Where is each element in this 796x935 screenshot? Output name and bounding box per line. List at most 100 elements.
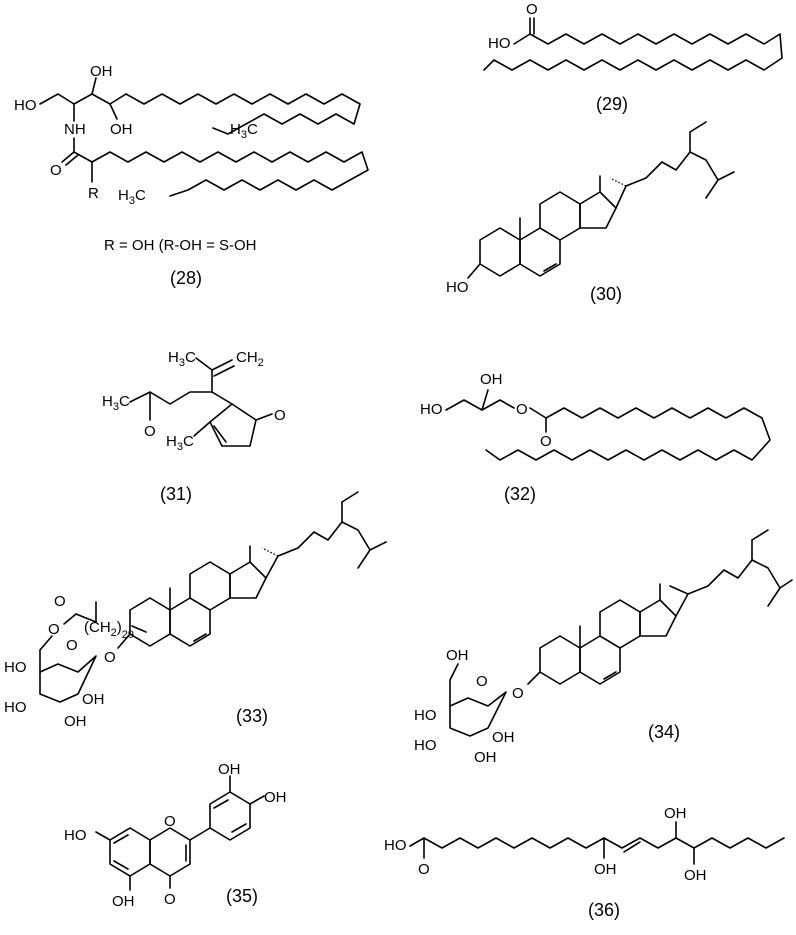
c35-label: (35) <box>226 886 258 906</box>
c34-et2 <box>751 529 769 541</box>
compound-35: OH OH O O HO OH (35) <box>64 761 287 910</box>
c31-h3c-top: H3C <box>168 349 196 369</box>
c35-b-link <box>189 827 211 841</box>
c34-oh6: OH <box>446 647 469 664</box>
c35-oh5: OH <box>112 893 135 910</box>
c32-oh-bond <box>481 389 489 411</box>
c35-ho7: HO <box>64 827 87 844</box>
c28-c-alpha <box>73 151 93 163</box>
c34-o-link <box>527 671 541 685</box>
c32-o-ester: O <box>516 401 528 418</box>
c36-oh3: OH <box>684 867 707 884</box>
c33-side <box>265 521 371 579</box>
c34-ring-d <box>639 599 677 637</box>
c30-oh-bond <box>467 263 481 279</box>
c30-ring-d <box>579 191 617 229</box>
c34-me21 <box>669 585 689 595</box>
c33-oh4: OH <box>82 691 105 708</box>
c28-nh: NH <box>64 121 86 138</box>
c35-dbb2 <box>231 823 247 833</box>
c31-label: (31) <box>160 484 192 504</box>
c35-ring-b <box>209 791 251 841</box>
c28-oh-top: OH <box>90 63 113 80</box>
c30-side <box>615 151 719 209</box>
c30-db <box>543 263 557 272</box>
c33-oh3: OH <box>64 713 87 730</box>
c29-o: O <box>526 1 538 18</box>
c28-h3c-1: H3C <box>230 121 258 141</box>
compound-32: HO OH O O (32) <box>420 371 771 504</box>
c28-chain2 <box>91 151 369 197</box>
c33-ring-a <box>129 597 171 647</box>
c28-h3c-2: H3C <box>118 187 146 207</box>
c33-acyl <box>75 613 97 623</box>
c32-o: O <box>540 433 552 450</box>
c31-me <box>193 421 211 437</box>
c31-ring <box>209 403 257 447</box>
c28-backbone <box>39 93 127 105</box>
compound-31: H3C CH2 H3C O O H3C (31) <box>102 349 286 504</box>
c33-o-carbonyl: O <box>54 593 66 610</box>
c31-h3c-ring: H3C <box>166 433 194 453</box>
c29-chain <box>483 33 783 71</box>
c34-label: (34) <box>648 722 680 742</box>
c30-label: (30) <box>590 284 622 304</box>
c34-o-glyc: O <box>512 685 524 702</box>
c31-b1 <box>195 357 213 371</box>
compound-36: HO O OH OH OH (36) <box>384 805 785 920</box>
c28-o: O <box>50 162 62 179</box>
c35-dba2 <box>113 860 129 870</box>
c29-c-oh <box>513 33 531 45</box>
c30-ring-b <box>519 227 561 277</box>
c29-ho: HO <box>488 35 511 52</box>
c31-ch2: CH2 <box>236 349 264 369</box>
c32-oc <box>529 407 547 419</box>
c36-oh2: OH <box>664 805 687 822</box>
c33-o-glyc: O <box>104 649 116 666</box>
c31-b2 <box>211 359 233 371</box>
c34-sugar <box>449 691 507 737</box>
c34-ho1: HO <box>414 707 437 724</box>
c30-et2 <box>689 121 707 133</box>
c35-oh2-bond <box>249 795 265 805</box>
c30-ring-c <box>539 191 581 241</box>
c31-ch2b <box>211 391 233 405</box>
compound-33: O O O O (CH2)29 HO HO OH OH (33) <box>4 491 387 730</box>
c28-ho: HO <box>14 97 37 114</box>
c28-co2 <box>65 154 79 166</box>
c34-ho2: HO <box>414 737 437 754</box>
c31-db <box>213 425 227 443</box>
c28-chain1 <box>125 93 361 135</box>
c32-glycerol <box>445 399 515 411</box>
c33-acyl3 <box>131 625 147 633</box>
c34-side <box>675 559 781 617</box>
c36-db <box>623 841 641 853</box>
c34-c6o <box>449 663 459 681</box>
c36-o: O <box>418 861 430 878</box>
c36-oh1: OH <box>594 861 617 878</box>
c34-ring-c <box>599 599 641 649</box>
c33-et2 <box>341 491 359 503</box>
c35-o-keto: O <box>164 891 176 908</box>
c31-o1: O <box>144 423 156 440</box>
c31-o2: O <box>274 407 286 424</box>
c28-label: (28) <box>170 268 202 288</box>
c33-sugar <box>39 655 97 703</box>
compound-28: HO OH OH NH H3C O R H3C R = OH (R-OH = S… <box>14 63 369 288</box>
c36-c-oh <box>409 837 425 847</box>
c33-ho2: HO <box>4 699 27 716</box>
c34-oh4: OH <box>492 729 515 746</box>
c33-c6o <box>39 635 53 651</box>
c32-chain <box>485 407 771 461</box>
compound-30: HO (30) <box>446 121 735 304</box>
c30-ipr <box>717 171 735 181</box>
c35-o-ring: O <box>164 813 176 830</box>
c34-o-ring: O <box>476 673 488 690</box>
c33-o-ring: O <box>66 637 78 654</box>
c33-ipr <box>369 541 387 551</box>
c35-oh7-bond <box>95 831 111 841</box>
c30-ring-a <box>479 227 521 277</box>
c35-ring-a <box>109 827 151 877</box>
c35-dba1 <box>113 834 129 844</box>
